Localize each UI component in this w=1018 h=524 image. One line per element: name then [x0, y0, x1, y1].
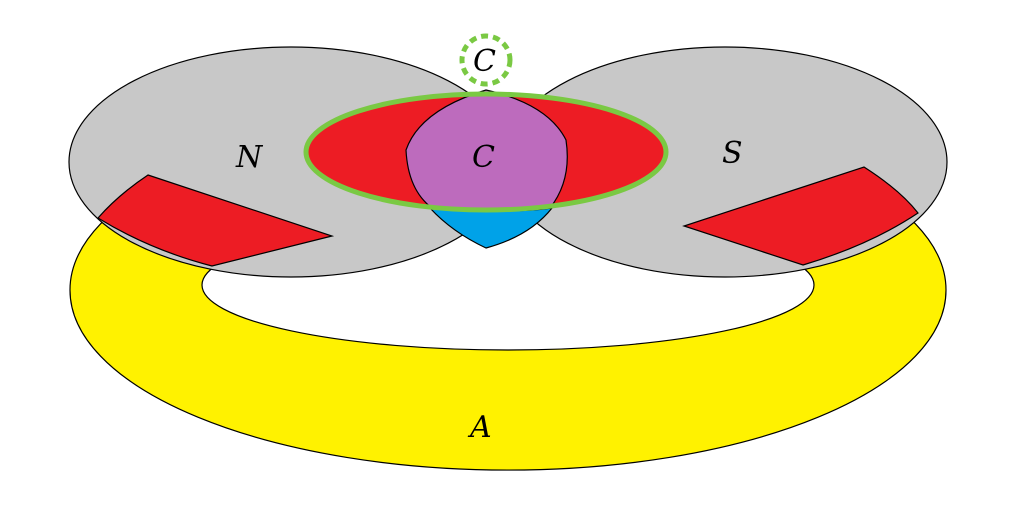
red-wedge-left — [97, 174, 335, 267]
red-wedge-right — [682, 166, 919, 266]
label-c-top: C — [473, 44, 496, 79]
label-n: N — [235, 140, 264, 175]
label-s: S — [722, 136, 743, 171]
green-dashed-circle — [459, 33, 513, 87]
label-c-center: C — [472, 140, 495, 175]
green-ellipse-outline — [303, 91, 669, 213]
label-a: A — [467, 410, 492, 445]
